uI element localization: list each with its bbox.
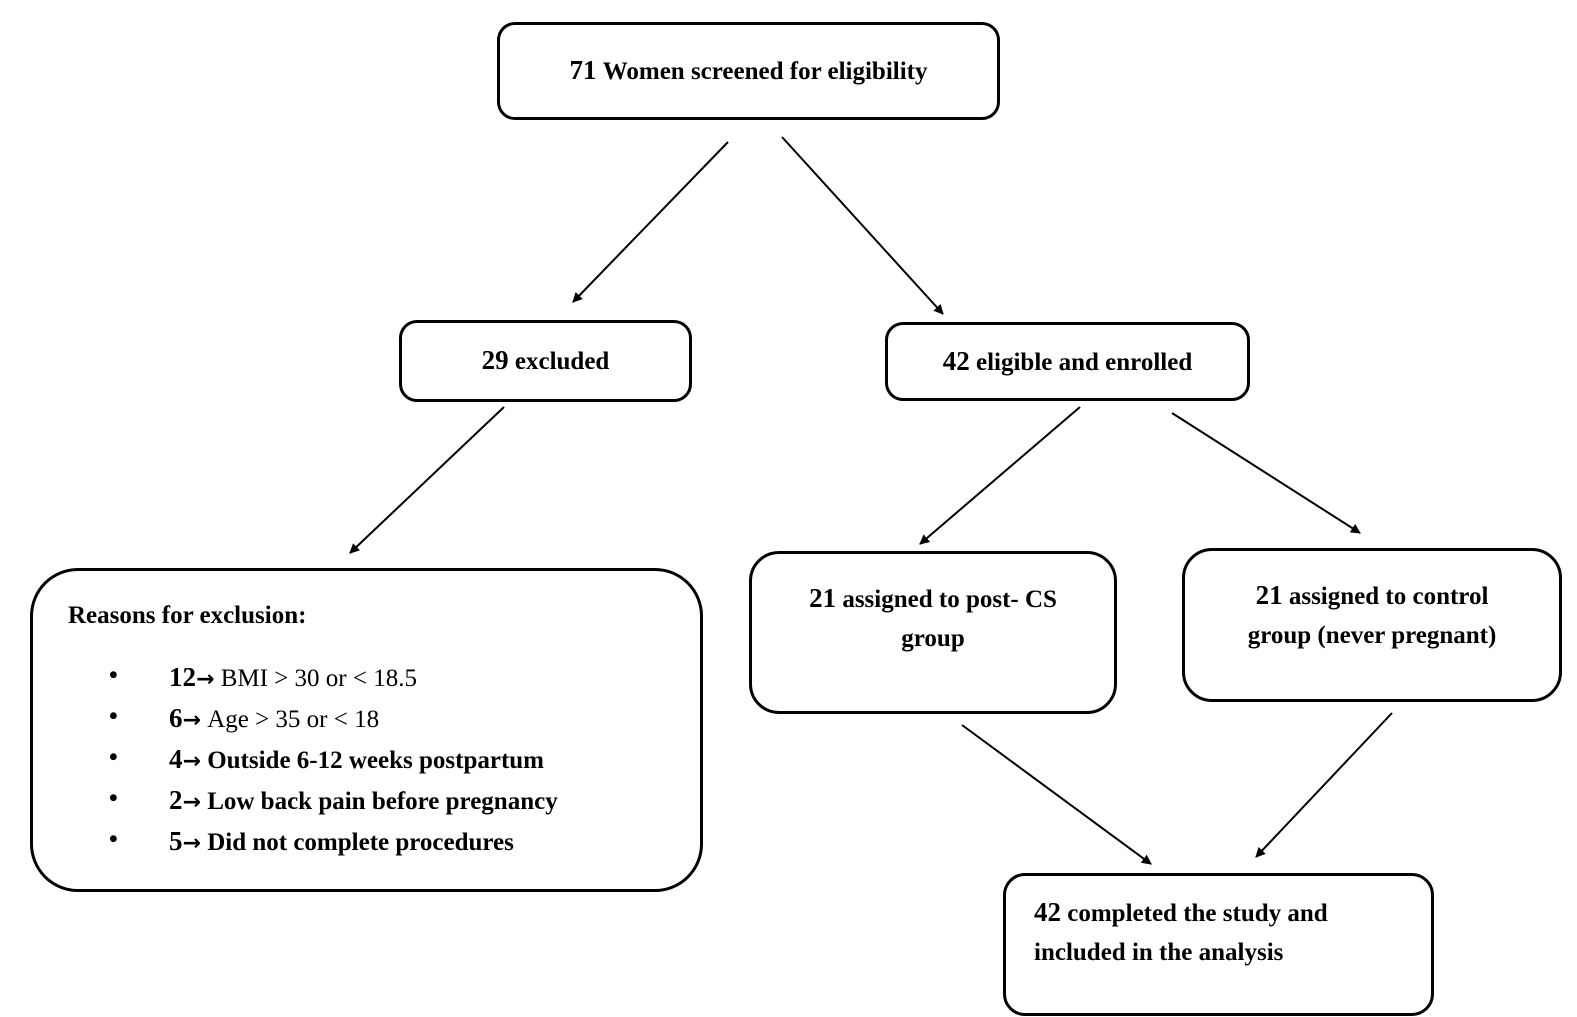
excluded-label: excluded bbox=[514, 348, 610, 376]
post-cs-label-line1: assigned to post- CS bbox=[842, 586, 1057, 613]
reason-text: Outside 6-12 weeks postpartum bbox=[207, 747, 545, 774]
screened-label: Women screened for eligibility bbox=[602, 58, 928, 86]
arrow-enrolled-to-postcs bbox=[919, 406, 1081, 545]
enrolled-count: 42 bbox=[942, 345, 970, 376]
reason-count: 5 bbox=[169, 826, 183, 856]
arrow-excluded-to-reasons bbox=[349, 406, 505, 554]
reasons-box: Reasons for exclusion: • 12→ BMI > 30 or… bbox=[30, 568, 703, 892]
arrow-glyph: → bbox=[182, 790, 201, 815]
bullet: • bbox=[109, 826, 118, 853]
post-cs-box: 21 assigned to post- CS group bbox=[749, 551, 1117, 714]
bullet: • bbox=[109, 785, 118, 812]
control-label-line1: assigned to control bbox=[1288, 583, 1489, 610]
post-cs-count: 21 bbox=[809, 583, 837, 613]
reason-count: 4 bbox=[169, 744, 183, 774]
enrolled-label: eligible and enrolled bbox=[976, 348, 1193, 376]
control-label-line2: group (never pregnant) bbox=[1247, 621, 1497, 649]
completed-label-line1: completed the study and bbox=[1067, 900, 1328, 927]
reason-count: 6 bbox=[169, 703, 183, 733]
reason-text: Low back pain before pregnancy bbox=[207, 788, 558, 815]
post-cs-label-line2: group bbox=[901, 624, 965, 652]
bullet: • bbox=[109, 744, 118, 771]
reasons-title: Reasons for exclusion: bbox=[68, 602, 307, 629]
completed-label-line2: included in the analysis bbox=[1034, 938, 1284, 966]
bullet: • bbox=[109, 662, 118, 689]
reason-text: BMI > 30 or < 18.5 bbox=[220, 665, 417, 692]
reason-text: Did not complete procedures bbox=[207, 829, 514, 856]
arrow-glyph: → bbox=[182, 831, 201, 856]
excluded-box: 29 excluded bbox=[399, 320, 692, 402]
screened-count: 71 bbox=[569, 55, 597, 86]
control-box: 21 assigned to control group (never preg… bbox=[1182, 548, 1562, 702]
screened-box: 71 Women screened for eligibility bbox=[497, 22, 1000, 120]
completed-count: 42 bbox=[1034, 897, 1061, 927]
reason-text: Age > 35 or < 18 bbox=[207, 706, 380, 733]
completed-box: 42 completed the study and included in t… bbox=[1003, 873, 1434, 1016]
bullet: • bbox=[109, 703, 118, 730]
reason-count: 2 bbox=[169, 785, 183, 815]
arrow-control-to-completed bbox=[1255, 712, 1393, 858]
excluded-count: 29 bbox=[481, 345, 509, 376]
arrow-enrolled-to-control bbox=[1171, 412, 1361, 534]
control-count: 21 bbox=[1255, 580, 1283, 610]
arrow-postcs-to-completed bbox=[961, 724, 1152, 865]
reason-count: 12 bbox=[169, 662, 196, 692]
enrolled-box: 42 eligible and enrolled bbox=[885, 322, 1250, 401]
arrow-glyph: → bbox=[196, 667, 215, 692]
arrow-glyph: → bbox=[182, 749, 201, 774]
arrow-screened-to-excluded bbox=[572, 141, 729, 303]
arrow-screened-to-enrolled bbox=[781, 136, 944, 315]
arrow-glyph: → bbox=[182, 708, 201, 733]
